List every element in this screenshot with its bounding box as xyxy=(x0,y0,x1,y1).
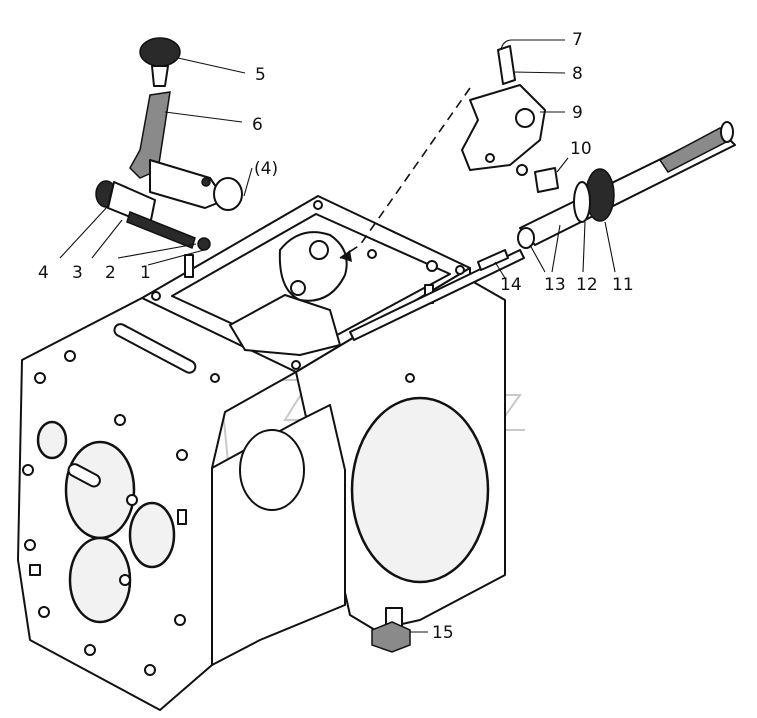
callout-1: 1 xyxy=(140,263,151,283)
callout-2: 2 xyxy=(105,263,116,283)
top-pin-left xyxy=(184,254,194,278)
front-bore-top xyxy=(36,420,68,460)
callout-5: 5 xyxy=(255,65,266,85)
callout-6: 6 xyxy=(252,115,263,135)
shift-lever-assembly xyxy=(129,37,243,211)
lever-shaft-ring xyxy=(213,177,243,211)
shaft-nose xyxy=(517,227,535,249)
selector-housing-boss xyxy=(516,164,528,176)
drain-plug-head xyxy=(371,621,411,653)
callout-13: 13 xyxy=(544,275,566,295)
detent-assembly xyxy=(95,180,211,251)
detent-spring xyxy=(126,210,196,250)
shaft-end xyxy=(720,121,734,143)
callout-8: 8 xyxy=(572,64,583,84)
flange-slot-2 xyxy=(67,463,101,488)
pin-14 xyxy=(477,249,509,271)
boss-hole-2 xyxy=(290,280,306,296)
callout-labels: 5 6 (4) 4 3 2 1 7 8 9 10 11 12 13 13 14 … xyxy=(38,30,634,643)
shaft-collar xyxy=(573,181,591,223)
callout-15: 15 xyxy=(432,623,454,643)
housing-top-cavity xyxy=(228,293,342,357)
callout-4: 4 xyxy=(38,263,49,283)
shaft-assembly xyxy=(349,121,736,341)
side-opening xyxy=(350,396,490,584)
callout-4-bracket: (4) xyxy=(254,159,278,179)
callout-3: 3 xyxy=(72,263,83,283)
selector-housing-hole xyxy=(515,108,535,128)
front-bore-small xyxy=(128,501,176,569)
inner-bore xyxy=(239,429,305,511)
lever-shaft xyxy=(149,159,226,209)
callout-7: 7 xyxy=(572,30,583,50)
lever-knob xyxy=(139,37,181,67)
dowel-pin-1 xyxy=(177,509,187,525)
leader-lines xyxy=(59,39,616,633)
assembly-dashed-line xyxy=(339,87,471,259)
flange-bolt-holes xyxy=(22,350,188,676)
front-bore-upper xyxy=(64,440,136,540)
gearbox-housing xyxy=(17,195,506,711)
lever-arm xyxy=(129,91,171,179)
detent-ball xyxy=(197,237,211,251)
flange-slot-1 xyxy=(113,323,197,374)
selector-block xyxy=(534,167,559,193)
lever-shaft-hole xyxy=(201,177,211,187)
selector-assembly xyxy=(461,39,559,193)
callout-9: 9 xyxy=(572,103,583,123)
callout-14: 14 xyxy=(500,275,522,295)
callout-11: 11 xyxy=(612,275,634,295)
shift-rod xyxy=(349,249,525,341)
boss-hole-1 xyxy=(309,240,329,260)
callout-12: 12 xyxy=(576,275,598,295)
drain-plug xyxy=(371,607,411,653)
dowel-pin-2 xyxy=(29,564,41,576)
selector-housing-bolt xyxy=(485,153,495,163)
assembly-arrow xyxy=(340,250,352,262)
callout-10: 10 xyxy=(570,139,592,159)
selector-housing xyxy=(461,84,546,171)
top-bolt-holes xyxy=(151,200,465,383)
selector-rod xyxy=(497,45,516,85)
lever-neck xyxy=(151,65,169,87)
